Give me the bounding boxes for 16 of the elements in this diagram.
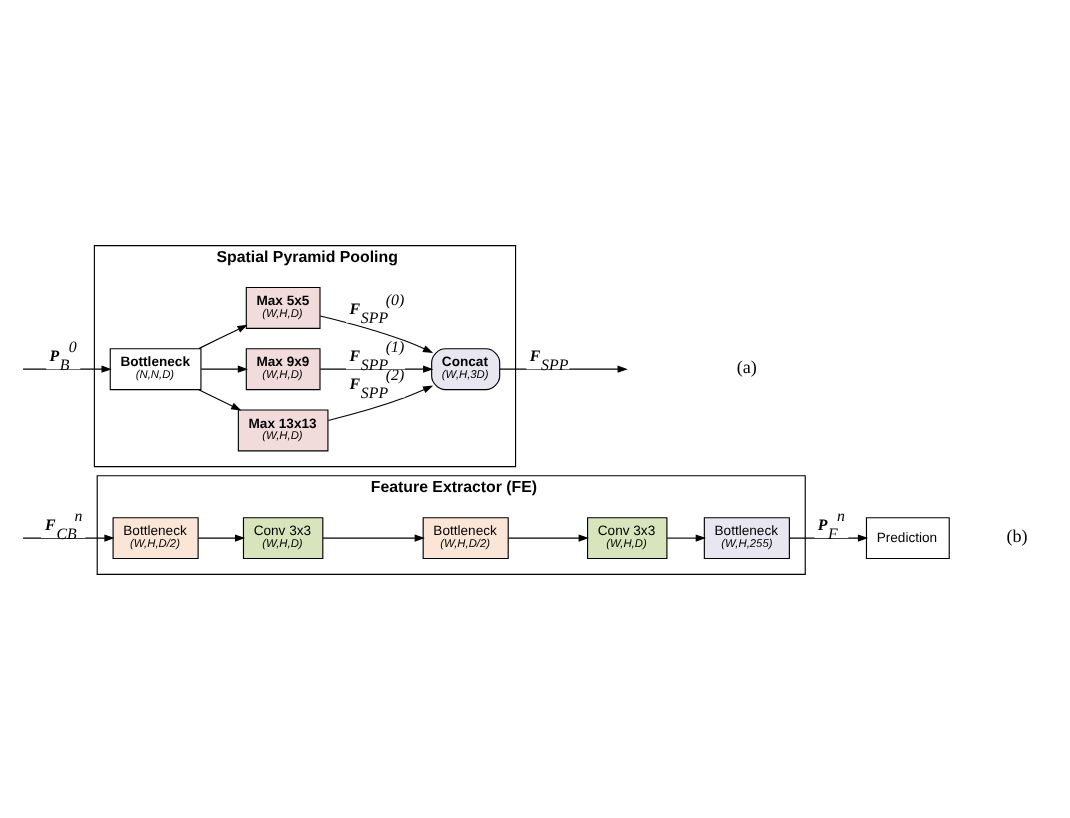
arrow: [789, 533, 869, 541]
arrow: [319, 364, 434, 372]
arrow: [22, 533, 115, 541]
arrow: [197, 533, 246, 541]
label: (a): [736, 356, 757, 377]
arrow: [200, 364, 248, 372]
label: (b): [1006, 525, 1028, 546]
arrow: [507, 533, 589, 541]
arrow: [666, 533, 706, 541]
arrow: [327, 384, 434, 421]
arrow: [198, 388, 242, 410]
arrow: [322, 533, 425, 541]
arrow: [22, 364, 112, 372]
arrow: [319, 314, 434, 352]
arrow: [499, 364, 628, 372]
arrow: [198, 323, 248, 349]
